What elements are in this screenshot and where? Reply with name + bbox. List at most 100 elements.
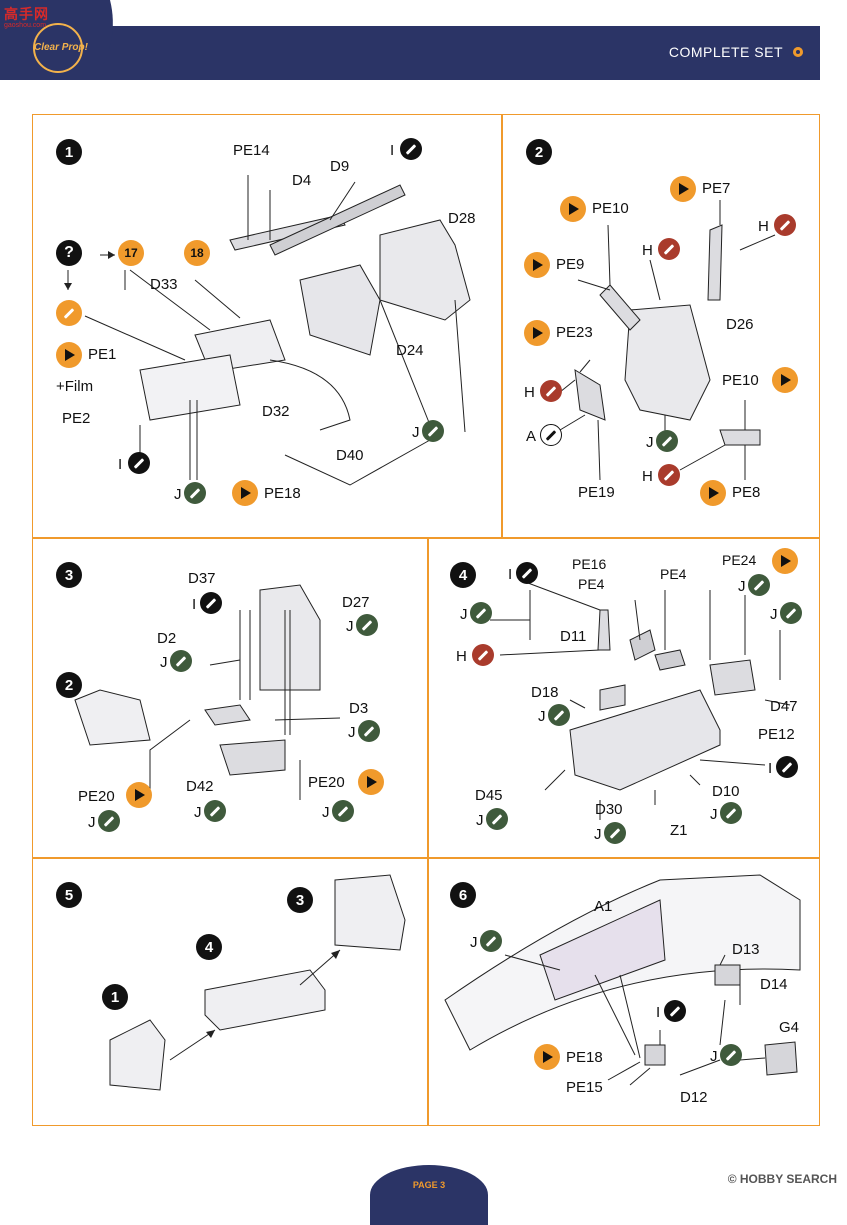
label-pe2: PE2 [62, 410, 91, 427]
frame-step-2 [502, 114, 820, 538]
label-i: I [192, 596, 197, 613]
photo-etch-icon [232, 480, 258, 506]
label-i: I [656, 1004, 661, 1021]
paint-i-brush-icon [776, 756, 798, 778]
label-d26: D26 [726, 316, 754, 333]
paint-i-brush-icon [664, 1000, 686, 1022]
step-5-number: 5 [56, 882, 82, 908]
label-pe1: PE1 [88, 346, 117, 363]
photo-etch-icon [560, 196, 586, 222]
label-i-bottom: I [118, 456, 123, 473]
step-4-number: 4 [450, 562, 476, 588]
paint-j-brush-icon [720, 802, 742, 824]
photo-etch-icon [358, 769, 384, 795]
logo-subtext: gaoshou.com [4, 22, 47, 29]
paint-j-brush-icon [184, 482, 206, 504]
label-pe18: PE18 [264, 485, 301, 502]
label-d3: D3 [349, 700, 369, 717]
watermark-brand: © HOBBY SEARCH [727, 1172, 837, 1186]
frame-step-6 [428, 858, 820, 1126]
paint-j-brush-icon [720, 1044, 742, 1066]
label-j-left: J [470, 934, 478, 951]
header-bar [95, 26, 820, 80]
photo-etch-icon [126, 782, 152, 808]
label-d14: D14 [760, 976, 788, 993]
label-pe24: PE24 [722, 552, 757, 568]
label-d32: D32 [262, 403, 290, 420]
label-j-right: J [322, 804, 330, 821]
label-j-right: J [710, 1048, 718, 1065]
label-d28: D28 [448, 210, 476, 227]
paint-i-brush-icon [400, 138, 422, 160]
step-ref-4: 4 [196, 934, 222, 960]
label-i-top: I [508, 566, 513, 583]
photo-etch-icon [772, 548, 798, 574]
paint-h-brush-icon [658, 464, 680, 486]
paint-j-brush-icon [470, 602, 492, 624]
paint-j-brush-icon [170, 650, 192, 672]
step-ref-18: 18 [184, 240, 210, 266]
label-d18: D18 [531, 684, 559, 701]
label-pe7: PE7 [702, 180, 731, 197]
page-header: 高手网 gaoshou.com Clear Prop! COMPLETE SET [0, 0, 847, 86]
label-film: +Film [56, 378, 94, 395]
label-j-d18: J [538, 708, 546, 725]
paint-i-brush-icon [516, 562, 538, 584]
label-j-bottom: J [174, 486, 182, 503]
label-pe4-b: PE4 [660, 566, 687, 582]
label-j-left: J [460, 606, 468, 623]
label-d4: D4 [292, 172, 312, 189]
photo-etch-icon [534, 1044, 560, 1070]
photo-etch-icon [524, 252, 550, 278]
paint-j-brush-icon [204, 800, 226, 822]
label-i-top: I [390, 142, 395, 159]
label-j-d30: J [594, 826, 602, 843]
label-d24: D24 [396, 342, 424, 359]
photo-etch-icon [524, 320, 550, 346]
label-pe10-top: PE10 [592, 200, 629, 217]
label-h-bottom: H [642, 468, 653, 485]
label-j-d27: J [346, 618, 354, 635]
label-j-pe24: J [738, 578, 746, 595]
paint-j-brush-icon [486, 808, 508, 830]
paint-j-brush-icon [332, 800, 354, 822]
photo-etch-icon [670, 176, 696, 202]
label-d9: D9 [330, 158, 350, 175]
step-1-number: 1 [56, 139, 82, 165]
paint-a-brush-icon [540, 424, 562, 446]
step-ref-2: 2 [56, 672, 82, 698]
step-6-number: 6 [450, 882, 476, 908]
paint-j-brush-icon [422, 420, 444, 442]
label-pe15: PE15 [566, 1079, 603, 1096]
label-pe14: PE14 [233, 142, 270, 159]
label-d27: D27 [342, 594, 370, 611]
label-d13: D13 [732, 941, 760, 958]
photo-etch-icon [56, 342, 82, 368]
question-icon: ? [56, 240, 82, 266]
label-j-right: J [412, 424, 420, 441]
step-2-number: 2 [526, 139, 552, 165]
step-ref-1: 1 [102, 984, 128, 1010]
label-d37: D37 [188, 570, 216, 587]
label-j-d3: J [348, 724, 356, 741]
label-pe20-right: PE20 [308, 774, 345, 791]
label-pe4-a: PE4 [578, 576, 605, 592]
page-number: PAGE 3 [412, 1180, 446, 1190]
label-pe8: PE8 [732, 484, 761, 501]
label-g4: G4 [779, 1019, 800, 1036]
label-j-d42: J [194, 804, 202, 821]
step-ref-17: 17 [118, 240, 144, 266]
label-d42: D42 [186, 778, 214, 795]
label-pe18: PE18 [566, 1049, 603, 1066]
label-pe20-left: PE20 [78, 788, 115, 805]
frame-step-3 [32, 538, 428, 858]
paint-j-brush-icon [98, 810, 120, 832]
label-d2: D2 [157, 630, 177, 647]
page-number-tab: PAGE 3 [370, 1165, 488, 1225]
logo-text: 高手网 [4, 6, 49, 22]
label-j-d45: J [476, 812, 484, 829]
paint-h-brush-icon [472, 644, 494, 666]
header-dot-icon [793, 47, 803, 57]
label-h: H [456, 648, 467, 665]
paint-h-brush-icon [658, 238, 680, 260]
